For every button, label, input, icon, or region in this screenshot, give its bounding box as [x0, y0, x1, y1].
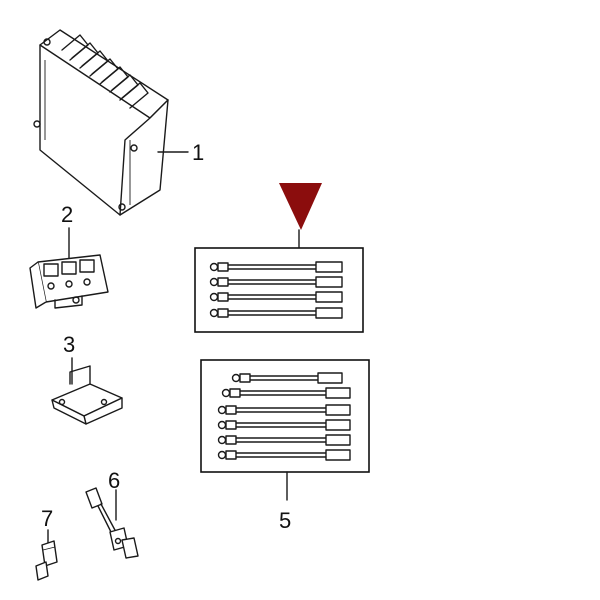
wire	[209, 261, 343, 273]
callout-7: 7	[41, 506, 53, 531]
upper-wire-set-box[interactable]	[194, 247, 364, 333]
callout-5: 5	[279, 508, 291, 533]
pointer-triangle-icon	[279, 183, 322, 230]
part-1-control-module[interactable]	[33, 29, 189, 216]
wire	[209, 307, 343, 319]
callout-3: 3	[63, 332, 75, 357]
part-7-sensor[interactable]	[35, 529, 58, 581]
callout-6: 6	[108, 468, 120, 493]
part-3-bracket[interactable]	[51, 357, 123, 425]
callout-2: 2	[61, 202, 73, 227]
part-6-sensor-lead[interactable]	[85, 487, 139, 559]
wire	[209, 291, 343, 303]
wire	[217, 449, 351, 461]
lower-wire-set-box[interactable]	[200, 359, 370, 501]
callout-1: 1	[192, 140, 204, 165]
wire	[217, 404, 351, 416]
wire	[217, 434, 351, 446]
wire	[231, 372, 343, 384]
wire	[209, 276, 343, 288]
part-2-ignition-coil[interactable]	[29, 227, 109, 309]
wire	[221, 387, 351, 399]
wire	[217, 419, 351, 431]
